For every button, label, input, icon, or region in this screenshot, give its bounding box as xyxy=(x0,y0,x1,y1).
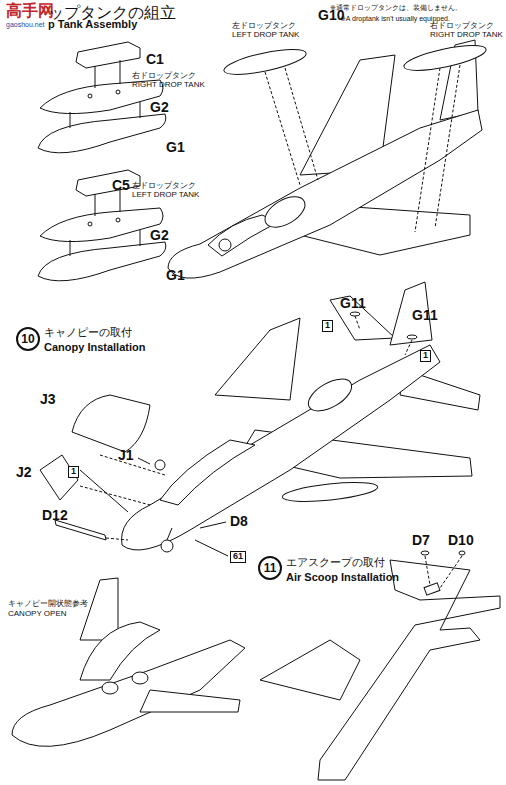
part-number: G11 xyxy=(340,296,366,311)
aircraft-drawing xyxy=(168,40,488,278)
tank-label: 左ドロップタンク xyxy=(132,182,196,191)
aircraft-drawing xyxy=(260,551,500,780)
step-title: キャノピーの取付 xyxy=(44,326,132,338)
part-number: G11 xyxy=(412,308,438,323)
step-title: エアスクープの取付 xyxy=(286,556,385,568)
tank-label: 右ドロップタンク xyxy=(430,22,494,31)
watermark: gaoshou.net xyxy=(6,21,45,29)
note-label: キャノピー開状態参考 xyxy=(8,600,88,609)
part-number: G1 xyxy=(166,140,185,155)
tank-label: LEFT DROP TANK xyxy=(132,191,199,200)
part-number: D10 xyxy=(448,533,474,548)
tank-label: 右ドロップタンク xyxy=(132,72,196,81)
part-number: D12 xyxy=(42,508,68,523)
part-number: G1 xyxy=(166,268,185,283)
part-number: J1 xyxy=(118,448,134,463)
part-number: D7 xyxy=(412,533,430,548)
paint-callout: 1 xyxy=(420,350,431,362)
part-number: D8 xyxy=(230,514,248,529)
step-title: p Tank Assembly xyxy=(48,18,137,30)
step-title: Canopy Installation xyxy=(44,341,145,353)
tank-label: LEFT DROP TANK xyxy=(232,31,299,40)
part-number: C1 xyxy=(146,52,164,67)
part-number: G2 xyxy=(150,228,169,243)
part-number: C5 xyxy=(112,178,130,193)
watermark: 高手网 xyxy=(6,2,54,20)
paint-callout: 61 xyxy=(230,551,246,563)
part-number: J2 xyxy=(16,465,32,480)
step-number: 11 xyxy=(258,556,282,580)
drop-tank-set xyxy=(38,42,166,153)
part-number: G10 xyxy=(318,8,344,23)
tank-label: RIGHT DROP TANK xyxy=(430,31,503,40)
tank-label: RIGHT DROP TANK xyxy=(132,81,205,90)
aircraft-drawing xyxy=(40,282,480,556)
paint-callout: 1 xyxy=(322,320,333,332)
paint-callout: 1 xyxy=(68,466,79,478)
part-number: G2 xyxy=(150,100,169,115)
tank-label: 左ドロップタンク xyxy=(232,22,296,31)
part-number: J3 xyxy=(40,392,56,407)
step-title: Air Scoop Installation xyxy=(286,571,399,583)
step-number: 10 xyxy=(16,327,40,351)
note: ※通常ドロップタンクは、装備しません。 xyxy=(330,4,462,12)
note-label: CANOPY OPEN xyxy=(8,610,67,619)
